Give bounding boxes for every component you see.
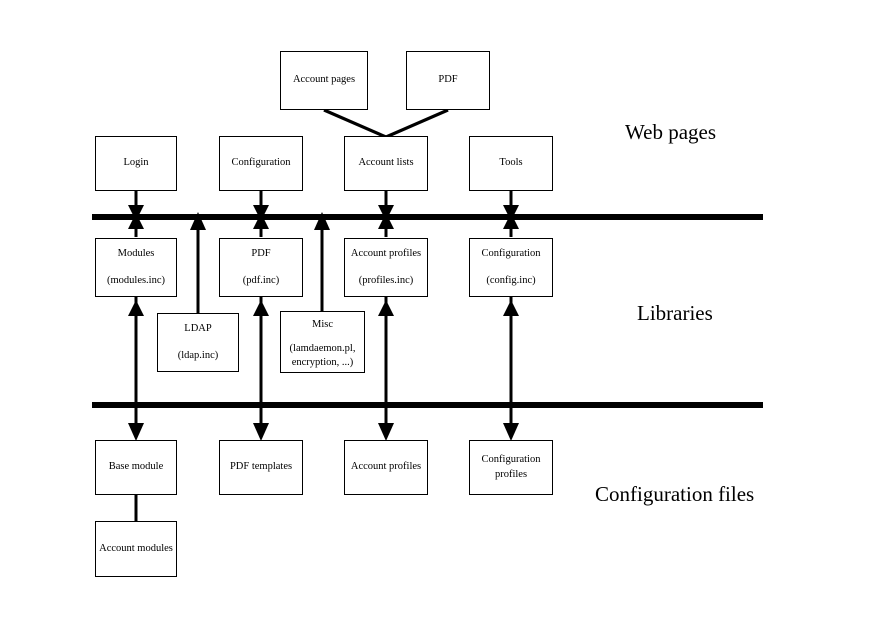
node-account-pages[interactable]: Account pages <box>280 51 368 110</box>
node-account-modules[interactable]: Account modules <box>95 521 177 577</box>
node-pdf-templates[interactable]: PDF templates <box>219 440 303 495</box>
connector-account-pages-to-account-lists <box>323 108 387 139</box>
node-base-module[interactable]: Base module <box>95 440 177 495</box>
node-pdf-lib-file: (pdf.inc) <box>242 275 280 286</box>
section-label-configuration-files: Configuration files <box>595 482 755 506</box>
node-misc-lib-file-1: (lamdaemon.pl, <box>289 343 356 355</box>
node-configuration-profiles[interactable]: Configuration profiles <box>469 440 553 495</box>
node-ldap-lib[interactable]: LDAP (ldap.inc) <box>157 313 239 372</box>
node-account-profiles-lib-title: Account profiles <box>350 247 422 259</box>
node-configuration-lib-file: (config.inc) <box>486 275 536 286</box>
node-account-profiles-lib[interactable]: Account profiles (profiles.inc) <box>344 238 428 297</box>
connector-misc-to-web-library-separator <box>314 212 330 311</box>
node-modules-lib-file: (modules.inc) <box>106 275 166 286</box>
node-account-profiles-file-label: Account profiles <box>350 461 422 473</box>
node-configuration-lib[interactable]: Configuration (config.inc) <box>469 238 553 297</box>
node-account-profiles-lib-file: (profiles.inc) <box>358 275 414 286</box>
node-configuration-page[interactable]: Configuration <box>219 136 303 191</box>
node-account-profiles-file[interactable]: Account profiles <box>344 440 428 495</box>
node-pdf-page[interactable]: PDF <box>406 51 490 110</box>
node-pdf-page-label: PDF <box>438 74 458 86</box>
node-misc-lib-file-2: encryption, ...) <box>291 357 354 369</box>
node-account-lists[interactable]: Account lists <box>344 136 428 191</box>
node-tools-label: Tools <box>499 157 523 169</box>
node-modules-lib-title: Modules <box>117 247 155 259</box>
node-base-module-label: Base module <box>108 461 164 473</box>
node-modules-lib[interactable]: Modules (modules.inc) <box>95 238 177 297</box>
node-ldap-lib-title: LDAP <box>184 322 212 334</box>
node-pdf-lib-title: PDF <box>251 247 271 259</box>
node-account-pages-label: Account pages <box>292 74 356 86</box>
section-label-web-pages: Web pages <box>625 120 717 144</box>
node-misc-lib-title: Misc <box>312 319 333 330</box>
node-configuration-lib-title: Configuration <box>481 247 541 259</box>
node-configuration-profiles-label-2: profiles <box>494 468 528 480</box>
node-account-modules-label: Account modules <box>99 542 173 554</box>
node-configuration-profiles-label-1: Configuration <box>481 454 541 466</box>
section-label-libraries: Libraries <box>637 301 713 325</box>
node-login-label: Login <box>123 157 149 169</box>
node-configuration-page-label: Configuration <box>231 157 291 169</box>
node-login[interactable]: Login <box>95 136 177 191</box>
node-pdf-lib[interactable]: PDF (pdf.inc) <box>219 238 303 297</box>
connector-modules-to-base-module <box>128 297 144 441</box>
connector-account-profiles-lib-to-file <box>378 297 394 441</box>
node-account-lists-label: Account lists <box>358 157 414 169</box>
connector-pdf-lib-to-pdf-templates <box>253 297 269 441</box>
connector-configuration-lib-to-profiles <box>503 297 519 441</box>
node-pdf-templates-label: PDF templates <box>229 461 293 473</box>
connector-pdf-page-to-account-lists <box>385 108 449 139</box>
connector-ldap-to-web-library-separator <box>190 212 206 313</box>
node-ldap-lib-file: (ldap.inc) <box>177 350 219 361</box>
node-misc-lib[interactable]: Misc (lamdaemon.pl, encryption, ...) <box>280 311 365 373</box>
node-tools[interactable]: Tools <box>469 136 553 191</box>
